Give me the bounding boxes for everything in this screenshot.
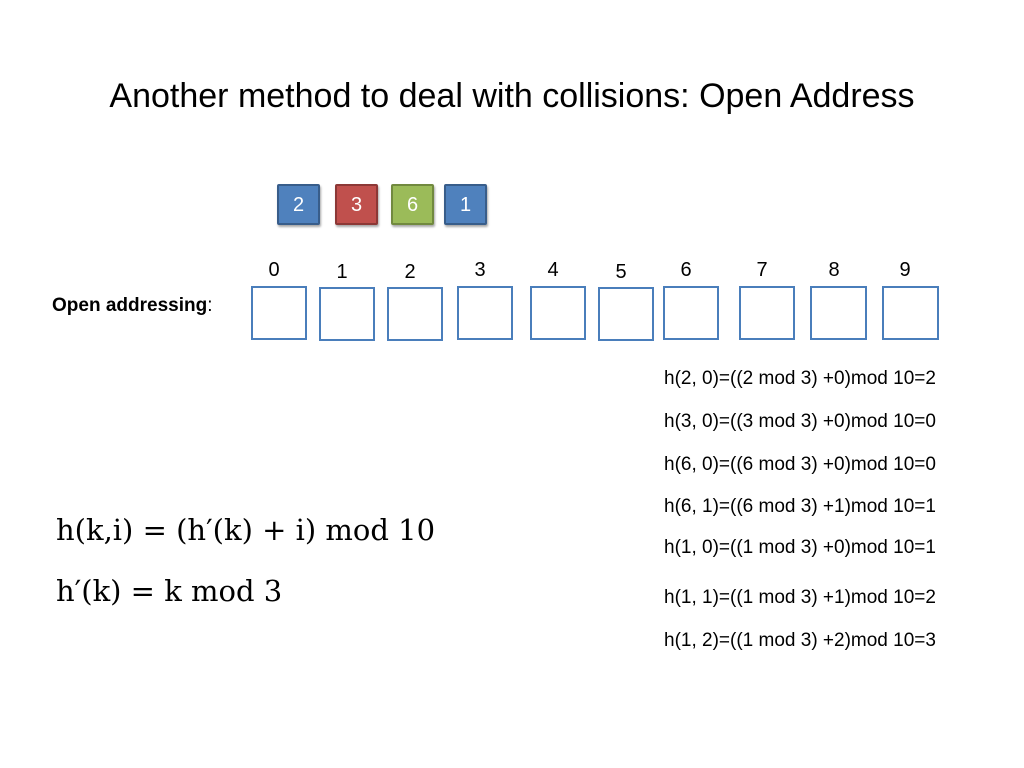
slot-index-label: 3: [474, 259, 486, 281]
key-box-6: 6: [391, 184, 434, 225]
slide-title: Another method to deal with collisions: …: [109, 77, 915, 115]
hash-slot: [319, 287, 375, 341]
hash-calculation: h(2, 0)=((2 mod 3) +0)mod 10=2: [664, 368, 936, 389]
key-box-1: 1: [444, 184, 487, 225]
hash-slot: [457, 286, 513, 340]
hash-slot: [598, 287, 654, 341]
open-addressing-label: Open addressing:: [52, 295, 213, 316]
hash-calculation: h(6, 0)=((6 mod 3) +0)mod 10=0: [664, 454, 936, 475]
slot-index-label: 2: [404, 261, 416, 283]
hash-slot: [387, 287, 443, 341]
hash-slot: [739, 286, 795, 340]
hash-slot: [882, 286, 939, 340]
hash-slot: [810, 286, 867, 340]
slot-index-label: 8: [828, 259, 840, 281]
hash-slot: [530, 286, 586, 340]
hash-slot: [251, 286, 307, 340]
slot-index-label: 0: [268, 259, 280, 281]
slot-index-label: 7: [756, 259, 768, 281]
hash-calculation: h(1, 0)=((1 mod 3) +0)mod 10=1: [664, 537, 936, 558]
hash-calculation: h(1, 1)=((1 mod 3) +1)mod 10=2: [664, 587, 936, 608]
auxiliary-function-formula: h′(k) = k mod 3: [56, 574, 283, 608]
key-box-2: 2: [277, 184, 320, 225]
hash-calculation: h(6, 1)=((6 mod 3) +1)mod 10=1: [664, 496, 936, 517]
hash-slot: [663, 286, 719, 340]
hash-calculation: h(3, 0)=((3 mod 3) +0)mod 10=0: [664, 411, 936, 432]
hash-function-formula: h(k,i) = (h′(k) + i) mod 10: [56, 513, 436, 547]
slot-index-label: 6: [680, 259, 692, 281]
slot-index-label: 1: [336, 261, 348, 283]
slot-index-label: 4: [547, 259, 559, 281]
key-box-3: 3: [335, 184, 378, 225]
slot-index-label: 9: [899, 259, 911, 281]
hash-calculation: h(1, 2)=((1 mod 3) +2)mod 10=3: [664, 630, 936, 651]
slot-index-label: 5: [615, 261, 627, 283]
